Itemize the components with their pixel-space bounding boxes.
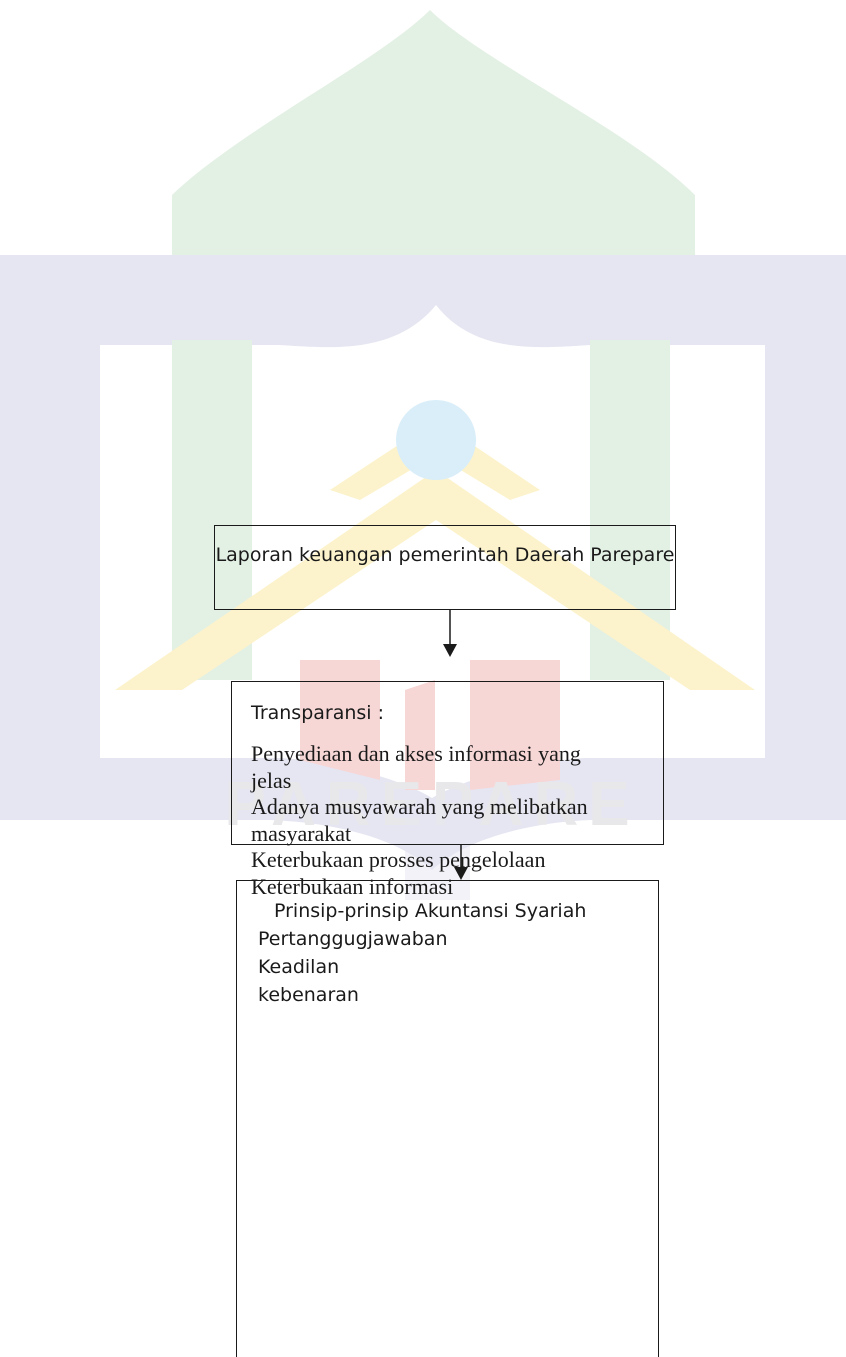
- transparency-item: Keterbukaan prosses pengelolaan: [251, 847, 546, 872]
- transparency-box: Transparansi : Penyediaan dan akses info…: [231, 681, 664, 899]
- report-box: Laporan keuangan pemerintah Daerah Parep…: [214, 525, 676, 610]
- watermark-book: [0, 255, 846, 870]
- watermark-globe: [396, 400, 476, 480]
- arrow-transparency-to-principles: [454, 845, 468, 880]
- watermark-chevron: [115, 470, 755, 690]
- transparency-item: Adanya musyawarah yang melibatkan masyar…: [251, 794, 588, 846]
- arrow-report-to-transparency: [443, 610, 457, 657]
- watermark-emblem: [300, 660, 560, 790]
- principles-item: Pertanggugjawaban: [258, 928, 448, 950]
- transparency-item: Penyediaan dan akses informasi yang jela…: [251, 741, 581, 793]
- transparency-item: Keterbukaan informasi: [251, 873, 454, 899]
- principles-heading: Prinsip-prinsip Akuntansi Syariah: [274, 900, 587, 922]
- transparency-heading: Transparansi :: [251, 702, 385, 724]
- principles-item: kebenaran: [258, 984, 359, 1006]
- watermark-dome: [172, 10, 695, 305]
- report-box-label: Laporan keuangan pemerintah Daerah Parep…: [215, 544, 675, 566]
- principles-box: Prinsip-prinsip Akuntansi Syariah Pertan…: [236, 880, 659, 1357]
- principles-item: Keadilan: [258, 956, 340, 978]
